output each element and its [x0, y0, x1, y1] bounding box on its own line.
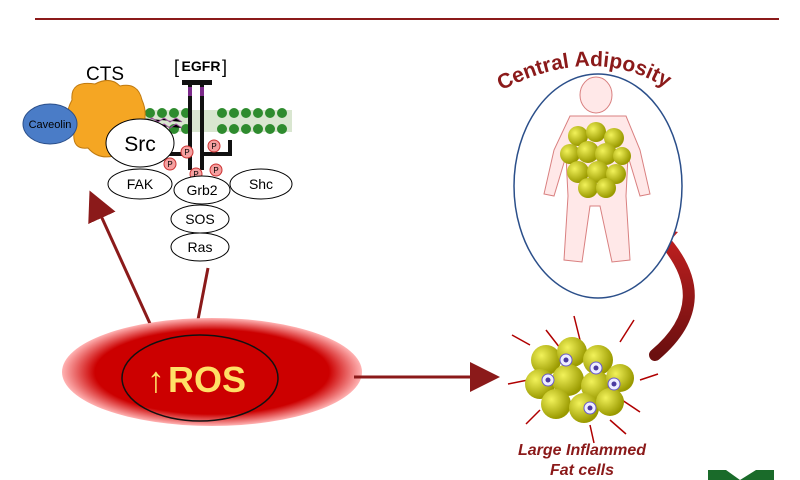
title-divider [35, 18, 779, 20]
ros-cell [62, 318, 362, 426]
caveolin-label: Caveolin [29, 119, 72, 131]
ros-inner-ring [121, 334, 279, 422]
phospho-label: P [184, 148, 189, 157]
shc-label: Shc [249, 176, 273, 192]
egfr-label: EGFR [182, 58, 221, 74]
phospho-label: P [193, 170, 198, 179]
ras-label: Ras [188, 239, 213, 255]
fak-protein [107, 168, 173, 200]
phospho-label: P [167, 160, 172, 169]
fat-caption-line1: Large Inflammed [517, 442, 647, 459]
egfr-bracket-left: [ [174, 57, 179, 77]
fat-to-adiposity-arrow [649, 230, 695, 361]
phospho-site [209, 163, 223, 177]
ros-to-cts-arrow [88, 190, 154, 329]
ros-label: ROS [168, 359, 246, 400]
ras-protein [170, 232, 230, 262]
university-logo [708, 470, 774, 480]
fat-caption-line2: Fat cells [549, 462, 615, 479]
ros-up-arrow-icon: ↑ [147, 359, 165, 400]
phospho-label: P [213, 166, 218, 175]
src-label: Src [124, 133, 156, 156]
grb2-protein [173, 175, 231, 205]
caveolin-protein [22, 103, 78, 145]
phospho-label: P [211, 142, 216, 151]
fat-cell-cluster [507, 315, 659, 444]
sos-label: SOS [185, 211, 215, 227]
shc-protein [229, 168, 293, 200]
fak-label: FAK [127, 176, 154, 192]
phospho-site [163, 157, 177, 171]
src-protein [105, 118, 175, 168]
phospho-site [180, 145, 194, 159]
grb2-label: Grb2 [186, 182, 217, 198]
human-body-icon [543, 76, 651, 263]
egfr-bracket-right: ] [222, 57, 227, 77]
cts-label: CTS [86, 64, 124, 85]
phospho-site [207, 139, 221, 153]
